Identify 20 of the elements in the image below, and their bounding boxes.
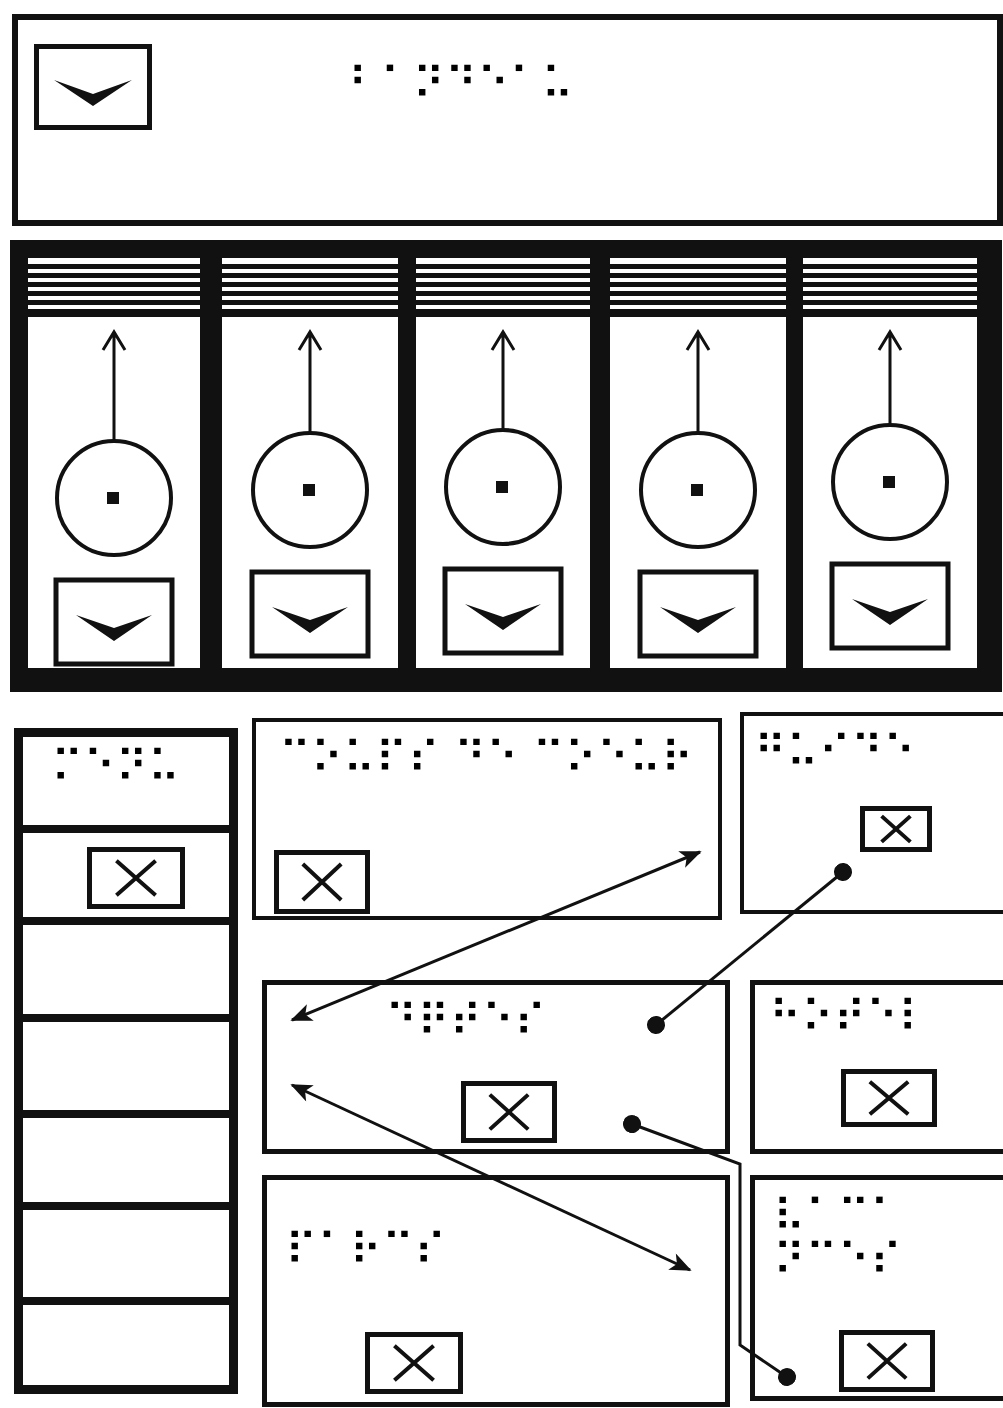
menu-column <box>14 728 238 1394</box>
arrow <box>290 850 702 1022</box>
braille-text: ⠃⠁⠝⠙⠑⠁⠥ <box>348 62 574 106</box>
braille-text: ⠏⠁⠗⠉⠎ <box>285 1228 447 1272</box>
connector-line <box>623 1115 796 1386</box>
braille-text: ⠧⠁⠉⠁⠝⠉⠑⠎ <box>773 1194 903 1282</box>
arrow <box>290 1083 692 1272</box>
connector-line <box>647 863 852 1034</box>
braille-text: ⠉⠕⠥⠏⠎ ⠙⠑ ⠉⠕⠑⠥⠗ <box>277 736 695 780</box>
content-box <box>750 980 1003 1154</box>
content-box <box>12 14 1003 226</box>
content-box <box>740 712 1003 914</box>
content-box <box>262 1175 730 1407</box>
braille-text: ⠍⠑⠝⠥ <box>51 745 180 789</box>
content-box <box>252 718 722 920</box>
braille-text: ⠓⠕⠞⠑⠇ <box>769 995 931 1039</box>
content-box <box>750 1175 1003 1401</box>
braille-text: ⠛⠥⠊⠙⠑ <box>754 730 916 774</box>
content-box <box>262 980 730 1154</box>
braille-text: ⠙⠟⠞⠑⠎ <box>385 999 547 1043</box>
